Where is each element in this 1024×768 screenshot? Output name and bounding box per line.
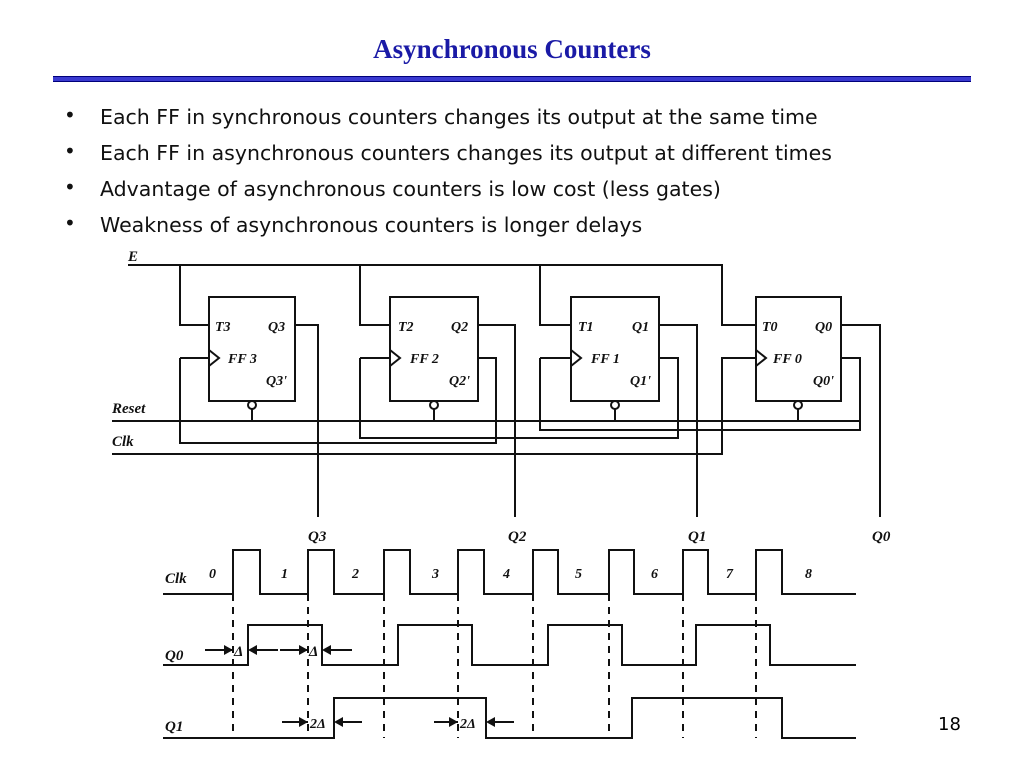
cycle-number: 6 <box>651 567 658 582</box>
slide-title: Asynchronous Counters <box>373 34 651 64</box>
cycle-number: 2 <box>351 567 359 582</box>
delay-label: Δ <box>233 644 243 660</box>
bullet-list: Each FF in synchronous counters changes … <box>62 97 832 243</box>
delay-marker: Δ <box>205 644 278 660</box>
ff-qn-label: Q0' <box>813 374 834 389</box>
ff-name-label: FF 3 <box>227 352 257 367</box>
clock-label: Clk <box>112 434 134 450</box>
q3-output-wire <box>295 324 319 517</box>
bullet-item: Each FF in asynchronous counters changes… <box>62 133 832 171</box>
ff-qn-label: Q3' <box>266 374 287 389</box>
cycle-number: 3 <box>431 567 439 582</box>
reset-wire <box>112 409 860 422</box>
page-number: 18 <box>938 714 961 735</box>
flipflop-2: T2 Q2 FF 2 Q2' <box>389 296 479 402</box>
output-label-q2: Q2 <box>508 529 527 545</box>
reset-bubble <box>610 400 620 410</box>
reset-bubble <box>247 400 257 410</box>
clock-triangle-icon <box>389 349 402 367</box>
cycle-number: 5 <box>575 567 582 582</box>
flipflop-1: T1 Q1 FF 1 Q1' <box>570 296 660 402</box>
cycle-number: 4 <box>502 567 510 582</box>
delay-label: 2Δ <box>309 717 326 732</box>
delay-label: 2Δ <box>459 717 476 732</box>
timing-diagram: Δ Δ 2Δ 2Δ Clk Q0 Q1 0 1 2 <box>163 549 856 739</box>
flipflop-box <box>570 296 660 402</box>
bullet-item: Weakness of asynchronous counters is lon… <box>62 205 832 243</box>
cycle-number: 1 <box>281 567 288 582</box>
flipflop-0: T0 Q0 FF 0 Q0' <box>755 296 842 402</box>
cycle-number: 8 <box>805 567 812 582</box>
bullet-item: Each FF in synchronous counters changes … <box>62 97 832 135</box>
ff-t-label: T2 <box>398 320 414 335</box>
ff-name-label: FF 0 <box>772 352 802 367</box>
cycle-number: 0 <box>209 567 216 582</box>
flipflop-box <box>208 296 296 402</box>
timing-signal-label: Q1 <box>165 719 183 735</box>
output-label-q1: Q1 <box>688 529 706 545</box>
feedback-wire <box>359 357 679 439</box>
ff-qn-label: Q2' <box>449 374 470 389</box>
clock-triangle-icon <box>755 349 768 367</box>
q0-waveform <box>163 624 856 666</box>
clock-triangle-icon <box>570 349 583 367</box>
feedback-wire <box>539 357 861 431</box>
ff-q-label: Q2 <box>451 320 468 335</box>
title-divider <box>53 76 971 82</box>
flipflop-3: T3 Q3 FF 3 Q3' <box>208 296 296 402</box>
q1-output-wire <box>659 324 698 517</box>
ff-t-label: T3 <box>215 320 231 335</box>
ff-name-label: FF 2 <box>409 352 439 367</box>
reset-label: Reset <box>111 401 146 417</box>
delay-marker: 2Δ <box>434 717 514 732</box>
enable-wire <box>128 264 756 326</box>
reset-bubble <box>429 400 439 410</box>
output-label-q0: Q0 <box>872 529 891 545</box>
flipflop-box <box>389 296 479 402</box>
ff-t-label: T0 <box>762 320 778 335</box>
ff-q-label: Q3 <box>268 320 285 335</box>
output-label-q3: Q3 <box>308 529 327 545</box>
ff-q-label: Q1 <box>632 320 649 335</box>
ff-t-label: T1 <box>578 320 594 335</box>
timing-signal-label: Clk <box>165 571 187 587</box>
ff-q-label: Q0 <box>815 320 832 335</box>
cycle-number: 7 <box>726 567 734 582</box>
clock-triangle-icon <box>208 349 221 367</box>
q0-output-wire <box>841 324 881 517</box>
cycle-numbers: 0 1 2 3 4 5 6 7 8 <box>209 567 812 582</box>
circuit: T3 Q3 FF 3 Q3' T2 Q2 FF 2 Q2' T1 Q1 FF 1… <box>111 249 891 545</box>
flipflop-box <box>755 296 842 402</box>
ff-qn-label: Q1' <box>630 374 651 389</box>
delay-label: Δ <box>308 644 318 660</box>
reset-bubble <box>793 400 803 410</box>
feedback-wire <box>179 357 497 444</box>
q1-waveform <box>163 697 856 739</box>
clock-wire <box>112 357 756 455</box>
q2-output-wire <box>478 324 516 517</box>
delay-marker: Δ <box>280 644 352 660</box>
ff-name-label: FF 1 <box>590 352 620 367</box>
delay-marker: 2Δ <box>282 717 362 732</box>
timing-signal-label: Q0 <box>165 648 184 664</box>
clk-waveform <box>163 549 856 595</box>
enable-label: E <box>127 249 138 265</box>
bullet-item: Advantage of asynchronous counters is lo… <box>62 169 832 207</box>
